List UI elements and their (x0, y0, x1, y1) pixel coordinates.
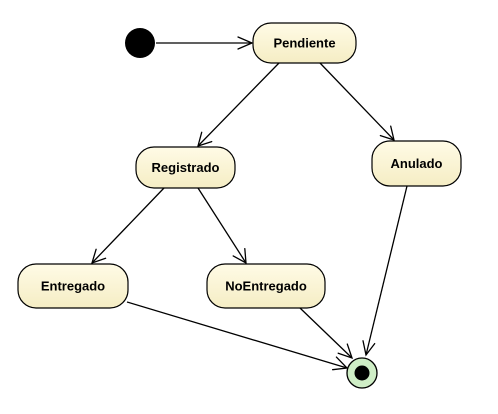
final-node (346, 357, 378, 389)
state-anulado[interactable]: Anulado (371, 140, 462, 187)
state-label-noentregado: NoEntregado (225, 279, 307, 294)
state-pendiente[interactable]: Pendiente (252, 22, 357, 64)
state-label-anulado: Anulado (391, 156, 443, 171)
transition-anulado-to-final (362, 185, 408, 357)
transition-initial-to-pendiente (156, 36, 254, 50)
transition-noentregado-to-final (299, 307, 354, 360)
transition-entregado-to-final (126, 301, 349, 371)
transition-registrado-to-entregado (91, 187, 165, 265)
state-label-entregado: Entregado (41, 279, 105, 294)
state-registrado[interactable]: Registrado (135, 146, 236, 189)
initial-node (125, 28, 155, 58)
state-entregado[interactable]: Entregado (17, 263, 129, 309)
state-noentregado[interactable]: NoEntregado (206, 263, 326, 309)
transitions (91, 36, 408, 371)
transition-pendiente-to-registrado (197, 62, 280, 147)
transition-pendiente-to-anulado (319, 62, 395, 141)
state-label-pendiente: Pendiente (273, 36, 335, 51)
transition-registrado-to-noentregado (197, 187, 247, 265)
state-label-registrado: Registrado (152, 160, 220, 175)
